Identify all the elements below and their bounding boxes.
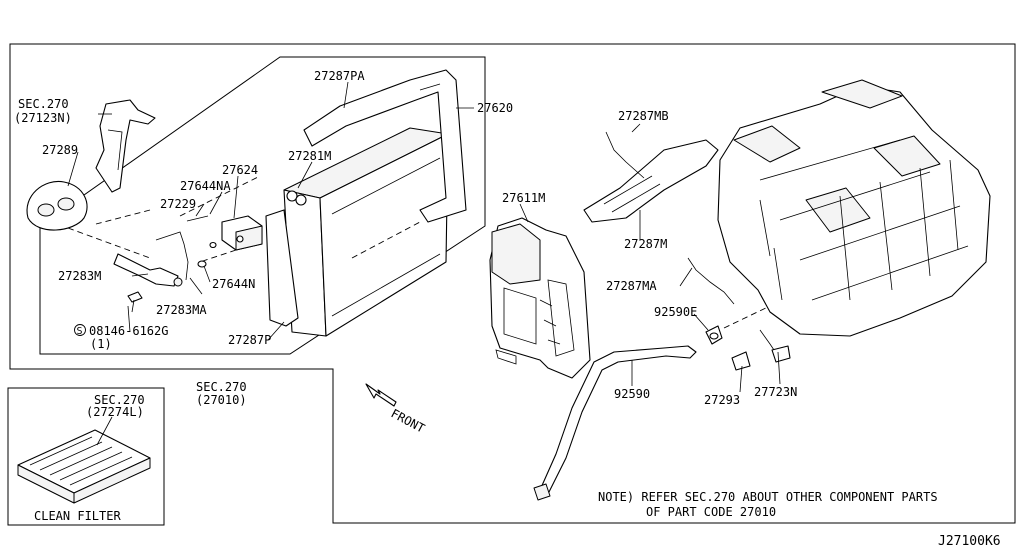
label-27620: 27620 (477, 101, 513, 115)
label-sec270-filter-sub: (27274L) (86, 405, 144, 419)
drain-hose-92590-part (533, 345, 697, 501)
dashed-links-left (67, 175, 261, 263)
label-27287p: 27287P (228, 333, 271, 347)
label-sec270-filter: SEC.270 (94, 393, 145, 407)
seal-frame-27620-part (303, 69, 467, 223)
label-27293: 27293 (704, 393, 740, 407)
label-27229: 27229 (160, 197, 196, 211)
label-27283m: 27283M (58, 269, 101, 283)
label-27283ma: 27283MA (156, 303, 207, 317)
pipe-27283m-part (113, 231, 189, 287)
clean-filter-frame (7, 387, 165, 526)
leader-filter (96, 416, 113, 446)
blower-housing-27611m-part (489, 217, 591, 379)
clip-92590e-part (705, 325, 723, 345)
label-27611m: 27611M (502, 191, 545, 205)
label-27644n: 27644N (212, 277, 255, 291)
svg-text:S: S (77, 326, 83, 337)
bracket-27123n-part (95, 99, 156, 193)
label-sec270-top-sub: (27123N) (14, 111, 72, 125)
label-bolt: 08146-6162G (89, 324, 168, 338)
sensor-27723n-part (759, 329, 791, 363)
sensor-27293-part (731, 351, 751, 371)
bolt-symbol-icon: S (74, 324, 86, 337)
heater-unit-part (717, 79, 991, 337)
oring-parts (186, 215, 217, 268)
note-line-2: OF PART CODE 27010 (646, 505, 776, 519)
note-line-1: NOTE) REFER SEC.270 ABOUT OTHER COMPONEN… (598, 490, 938, 504)
bolt-part (127, 291, 143, 313)
label-sec270-mid-sub: (27010) (196, 393, 247, 407)
main-frame (9, 43, 1016, 524)
dashed-link-harness (723, 305, 771, 329)
label-sec270-top: SEC.270 (18, 97, 69, 111)
duct-27287m-part (583, 131, 719, 223)
label-front: FRONT (389, 406, 427, 435)
seal-27287p-part (265, 209, 299, 327)
label-27287m: 27287M (624, 237, 667, 251)
label-sec270-mid: SEC.270 (196, 380, 247, 394)
label-92590: 92590 (614, 387, 650, 401)
label-27644na: 27644NA (180, 179, 231, 193)
valve-27624-part (221, 215, 263, 251)
label-27287mb: 27287MB (618, 109, 669, 123)
label-92590e: 92590E (654, 305, 697, 319)
label-27624: 27624 (222, 163, 258, 177)
label-bolt-qty: (1) (90, 337, 112, 351)
leader-lines (67, 81, 781, 393)
label-27287pa: 27287PA (314, 69, 365, 83)
label-27723n: 27723N (754, 385, 797, 399)
front-arrow-icon (365, 383, 397, 407)
evaporator-core-part (283, 127, 449, 337)
label-27287ma: 27287MA (606, 279, 657, 293)
label-27289: 27289 (42, 143, 78, 157)
label-clean-filter: CLEAN FILTER (34, 509, 121, 523)
grommet-27289-part (26, 180, 88, 231)
diagram-code: J27100K6 (938, 534, 1001, 549)
harness-27287ma-part (687, 257, 735, 305)
clean-filter-part (17, 429, 151, 504)
label-27281m: 27281M (288, 149, 331, 163)
